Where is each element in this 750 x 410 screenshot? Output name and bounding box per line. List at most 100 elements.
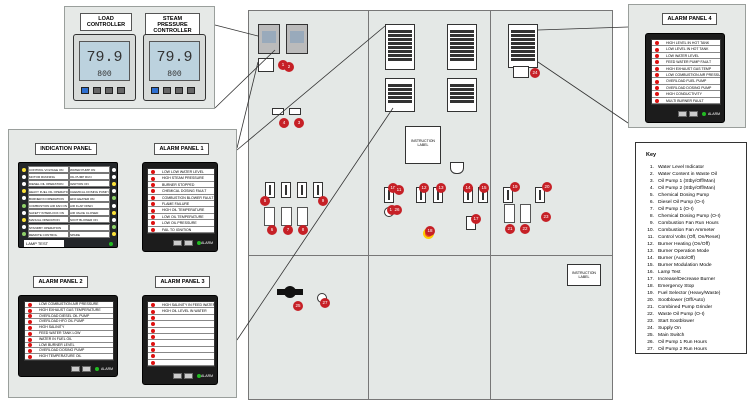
callout-number: 12 (419, 183, 429, 193)
indicator-label: AIR FLAP OPEN (69, 202, 110, 209)
key-item-number: 27. (647, 347, 654, 352)
key-item: 7.Oil Pump 1 (O-I) (636, 206, 746, 213)
indicator-led (112, 232, 116, 237)
alarm-led (151, 309, 155, 314)
key-switch[interactable] (520, 204, 531, 223)
indicator-label: COMBUSTION AIR FAN ON (28, 202, 69, 209)
callout-number: 21 (505, 224, 515, 234)
alarm-panel-4-title: ALARM PANEL 4 (662, 13, 717, 26)
alarm-label: HIGH CONDUCTIVITY (666, 92, 702, 97)
alarm-row: HIGH CONDUCTIVITY (652, 91, 720, 98)
key-item-number: 11. (647, 235, 654, 240)
alarm-reset-button[interactable] (184, 373, 193, 379)
selector-switch[interactable] (281, 182, 291, 198)
key-switch[interactable] (504, 204, 515, 223)
alarm-brand: ALARM (201, 374, 214, 378)
key-item-text: Burner Heating (On/Off) (658, 242, 710, 247)
selector-switch[interactable] (503, 187, 513, 203)
controller-button[interactable] (163, 87, 171, 94)
alarm-test-button[interactable] (71, 366, 80, 372)
lamp-test-label[interactable]: LAMP TEST (24, 240, 64, 247)
alarm-led (655, 79, 659, 84)
key-item: 5.Chemical Dosing Pump (636, 192, 746, 199)
mini-controller-load (258, 24, 280, 54)
cabinet-door-divider (490, 10, 491, 400)
alarm-label: OVERLOAD HFO OIL PUMP (39, 319, 85, 324)
key-item-text: Diesel Oil Pump (O-I) (658, 200, 705, 205)
indicator-label (69, 223, 110, 231)
selector-switch[interactable] (265, 182, 275, 198)
alarm-label: HIGH SALINITY IN FEED WATER (162, 303, 214, 307)
alarm-row: LOW COMBUSTION AIR PRESSURE (652, 72, 720, 79)
key-item-number: 25. (647, 333, 654, 338)
key-item-number: 26. (647, 340, 654, 345)
alarm-label: HIGH TEMPERATURE OIL (39, 354, 82, 359)
alarm-led (655, 47, 659, 52)
key-item: 23.Start Sootblower (636, 318, 746, 325)
alarm-led (151, 221, 155, 226)
alarm-reset-button[interactable] (184, 240, 193, 246)
key-item-text: Combustion Fan Ammeter (658, 228, 715, 233)
controller-button[interactable] (93, 87, 101, 94)
alarm-label: HIGH OIL LEVEL IN WATER (162, 309, 207, 314)
alarm-test-button[interactable] (173, 240, 182, 246)
indicator-label: BURNER IN OPERATION (28, 194, 69, 202)
selector-switch[interactable] (535, 187, 545, 203)
callout-number: 14 (463, 183, 473, 193)
main-switch-knob[interactable] (284, 286, 296, 298)
alarm-reset-button[interactable] (689, 111, 698, 117)
alarm-led (151, 208, 155, 213)
controller-button[interactable] (151, 87, 159, 94)
controller-button[interactable] (175, 87, 183, 94)
alarm-label: HIGH OIL TEMPERATURE (162, 208, 205, 213)
controller-button[interactable] (187, 87, 195, 94)
alarm-reset-button[interactable] (82, 366, 91, 372)
key-item-text: Water Content in Waste Oil (658, 172, 717, 177)
key-item: 24.Supply On (636, 325, 746, 332)
indicator-label: HFO HEATER ON (69, 194, 110, 202)
alarm-led (151, 347, 155, 352)
alarm-row: HIGH EXHAUST GAS TEMP (652, 66, 720, 72)
key-item-number: 4. (649, 186, 654, 191)
load-controller-setpoint: 800 (97, 70, 112, 79)
indicator-label: HEAVY FUEL OIL OPERATION (28, 187, 69, 195)
controller-button[interactable] (81, 87, 89, 94)
alarm-label: OVERLOAD DOSING PUMP (39, 348, 85, 353)
alarm-led (28, 343, 32, 348)
controller-button[interactable] (105, 87, 113, 94)
callout-number: 5 (260, 196, 270, 206)
alarm-test-button[interactable] (678, 111, 687, 117)
alarm-test-button[interactable] (173, 373, 182, 379)
alarm-led (28, 355, 32, 360)
key-item-number: 14. (647, 256, 654, 261)
steam-controller-value: 79.9 (156, 49, 193, 66)
key-item: 16.Lamp Test (636, 269, 746, 276)
key-item-number: 12. (647, 242, 654, 247)
alarm-row: OVERLOAD FUEL PUMP (652, 78, 720, 85)
alarm-led (151, 303, 155, 308)
indicator-label: IGNITION ON (69, 180, 110, 188)
alarm-led (655, 41, 659, 46)
alarm-row: HIGH SALINITY (25, 325, 113, 331)
key-item-number: 20. (647, 298, 654, 303)
alarm-led (151, 170, 155, 175)
controller-button[interactable] (117, 87, 125, 94)
key-item-number: 18. (647, 284, 654, 289)
indicator-led (112, 203, 116, 208)
alarm-led (151, 335, 155, 340)
selector-switch[interactable] (297, 182, 307, 198)
indicator-label: MOTOR RUNNING (28, 173, 69, 181)
alarm-panel-3-window: HIGH SALINITY IN FEED WATER HIGH OIL LEVE… (147, 301, 215, 367)
alarm-row: LOW OIL TEMPERATURE (148, 214, 214, 221)
status-led (702, 112, 706, 116)
key-item-text: Oil Pump 2 (Stby/Off/Man) (658, 186, 716, 191)
callout-number: 17 (471, 214, 481, 224)
alarm-label: OVERLOAD DOSING PUMP (666, 85, 712, 90)
alarm-panel-1-title: ALARM PANEL 1 (154, 143, 209, 156)
alarm-panel-3: HIGH SALINITY IN FEED WATER HIGH OIL LEVE… (142, 295, 218, 385)
alarm-led (151, 227, 155, 232)
alarm-label: OVERLOAD FUEL PUMP (666, 79, 707, 84)
